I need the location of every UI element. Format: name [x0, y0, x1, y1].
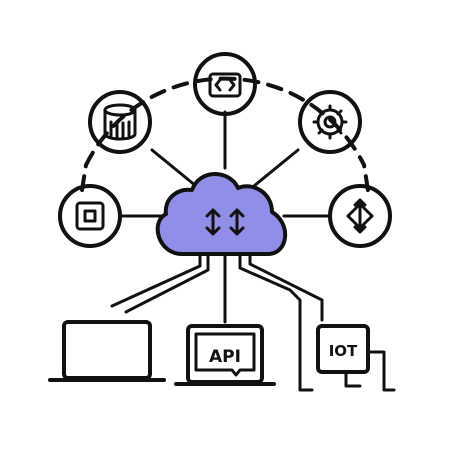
iot-label: IOT	[329, 342, 358, 360]
node-settings	[298, 90, 362, 154]
vertical-transfer-icon	[346, 198, 374, 234]
api-label: API	[209, 347, 241, 367]
device-api: API	[174, 324, 276, 386]
cloud-sync-icon	[155, 172, 288, 256]
chip-icon	[75, 201, 105, 231]
gear-icon	[312, 104, 348, 140]
api-laptop-icon	[174, 324, 276, 386]
node-code	[193, 52, 257, 116]
node-transfer	[328, 184, 392, 248]
node-ring	[88, 90, 152, 154]
device-iot: IOT	[316, 324, 396, 392]
node-ring	[328, 184, 392, 248]
code-icon	[208, 72, 242, 98]
sync-arrows-icon	[205, 208, 245, 236]
node-database	[88, 90, 152, 154]
laptop-icon	[48, 320, 166, 382]
node-chip	[58, 184, 122, 248]
node-ring	[193, 52, 257, 116]
node-ring	[58, 184, 122, 248]
device-connectors	[110, 252, 324, 392]
iot-icon	[316, 324, 396, 392]
hub-connectors	[120, 110, 330, 218]
node-ring	[298, 90, 362, 154]
device-laptop	[48, 320, 166, 382]
cloud-hub	[155, 172, 288, 256]
database-icon	[103, 103, 137, 141]
